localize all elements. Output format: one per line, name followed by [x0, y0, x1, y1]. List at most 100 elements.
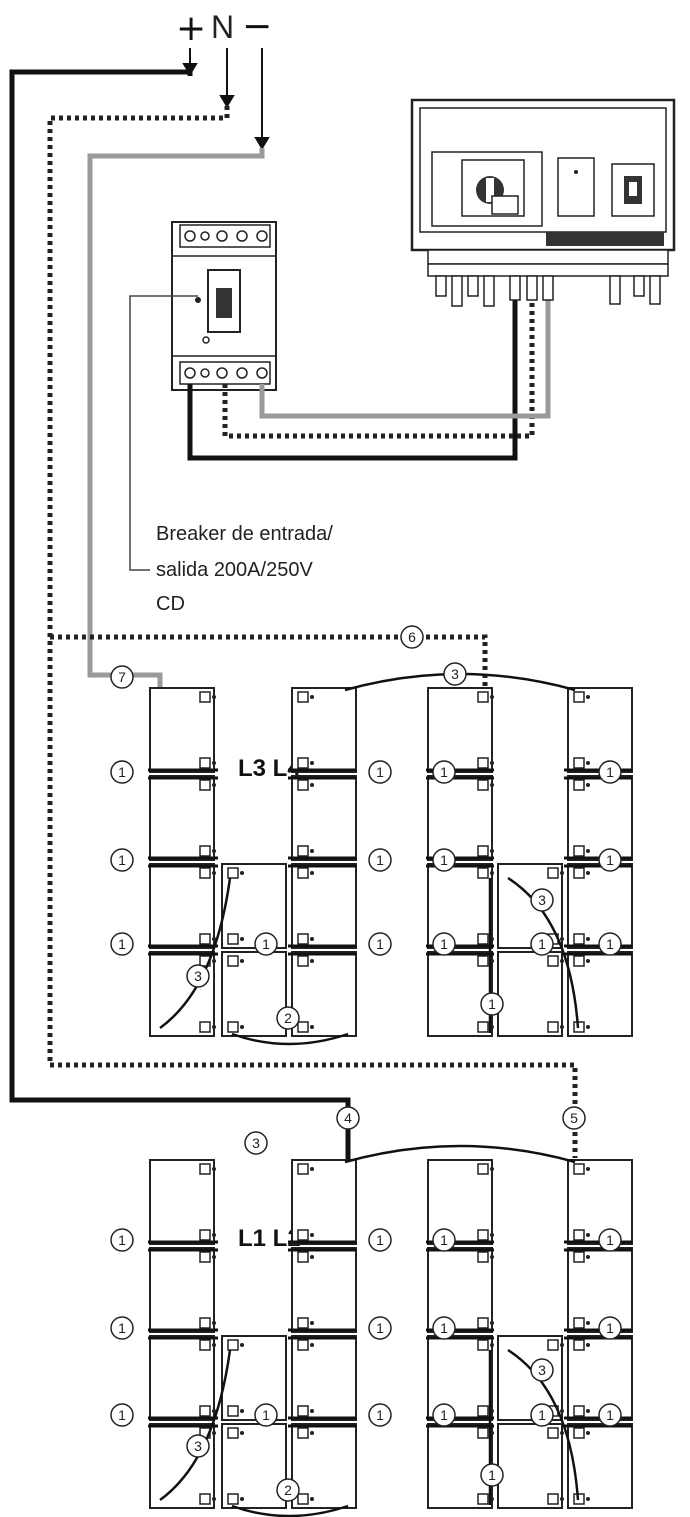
callout-1: 1: [368, 1316, 392, 1340]
callout-circle: [186, 964, 210, 988]
terminal-bolt: [310, 761, 314, 765]
callout-3: 3: [186, 964, 210, 988]
terminal-bolt: [212, 1255, 216, 1259]
terminal-bolt: [490, 1233, 494, 1237]
battery-terminal: [297, 955, 309, 967]
terminal-bolt: [240, 1025, 244, 1029]
battery: [221, 951, 287, 1037]
battery-terminal: [477, 1021, 489, 1033]
battery-terminal: [297, 691, 309, 703]
top-arc-cable: [344, 1144, 576, 1164]
callout-number: 3: [538, 892, 546, 908]
battery-terminal: [477, 1317, 489, 1329]
battery: [149, 1159, 216, 1245]
callout-1: 1: [598, 1316, 622, 1340]
callout-circle: [110, 1403, 134, 1427]
battery-terminal: [227, 1339, 239, 1351]
callout-number: 2: [284, 1482, 292, 1498]
battery-terminal: [573, 933, 585, 945]
jumper-cable: [148, 856, 218, 868]
terminal-bolt: [586, 1025, 590, 1029]
callout-number: 1: [488, 1467, 496, 1483]
diag-cable-right: [507, 876, 580, 1029]
callout-3: 3: [244, 1131, 268, 1155]
terminal-bolt: [310, 959, 314, 963]
terminal-bolt: [212, 695, 216, 699]
jumper-cable: [148, 944, 218, 956]
callout-number: 6: [408, 629, 416, 645]
battery-terminal: [199, 779, 211, 791]
jumper-cable: [564, 768, 632, 780]
callout-1: 1: [254, 932, 278, 956]
jumper-cable: [288, 1328, 356, 1340]
callout-1: 1: [598, 1403, 622, 1427]
battery-terminal: [199, 691, 211, 703]
battery-terminal: [477, 1339, 489, 1351]
breaker-to-ups-neutral: [222, 300, 535, 439]
terminal-bolt: [586, 1409, 590, 1413]
battery-terminal: [199, 1021, 211, 1033]
callout-number: 1: [118, 936, 126, 952]
terminal-bolt: [560, 1431, 564, 1435]
battery-terminal: [573, 845, 585, 857]
callout-number: 1: [606, 852, 614, 868]
battery-terminal: [297, 867, 309, 879]
battery: [497, 1423, 564, 1509]
battery-terminal: [573, 779, 585, 791]
callout-1: 1: [480, 992, 504, 1016]
terminal-bolt: [560, 1409, 564, 1413]
callout-number: 1: [376, 764, 384, 780]
callout-circle: [432, 848, 456, 872]
callout-1: 1: [368, 1403, 392, 1427]
breaker-to-ups-negative: [259, 300, 551, 419]
callout-1: 1: [598, 932, 622, 956]
callout-number: 1: [606, 936, 614, 952]
battery-terminal: [477, 779, 489, 791]
terminal-bolt: [240, 1343, 244, 1347]
callout-3: 3: [530, 1358, 554, 1382]
callout-circle: [598, 848, 622, 872]
battery: [149, 1423, 216, 1509]
battery-terminal: [199, 1339, 211, 1351]
battery: [221, 863, 287, 949]
negative-terminal-label: −: [242, 6, 272, 47]
terminal-bolt: [310, 1167, 314, 1171]
callout-1: 1: [110, 932, 134, 956]
callout-circle: [598, 1403, 622, 1427]
callout-number: 1: [262, 936, 270, 952]
battery-terminal: [547, 867, 559, 879]
battery-terminal: [477, 757, 489, 769]
callout-circle: [110, 1316, 134, 1340]
terminal-bolt: [586, 937, 590, 941]
battery: [291, 775, 357, 861]
terminal-bolt: [310, 1343, 314, 1347]
battery-terminal: [477, 1427, 489, 1439]
callout-5: 5: [562, 1106, 586, 1130]
callout-number: 1: [376, 936, 384, 952]
battery-terminal: [477, 1405, 489, 1417]
battery-terminal: [199, 933, 211, 945]
terminal-bolt: [490, 1343, 494, 1347]
callout-1: 1: [368, 760, 392, 784]
callout-number: 1: [118, 764, 126, 780]
terminal-bolt: [212, 1431, 216, 1435]
terminal-bolt: [586, 695, 590, 699]
battery: [291, 1159, 357, 1245]
callout-circle: [443, 662, 467, 686]
battery-terminal: [227, 1493, 239, 1505]
battery: [567, 775, 633, 861]
battery: [291, 1247, 357, 1333]
neutral-terminal-label: N: [211, 9, 234, 45]
lower-string-label: L1 L2: [238, 1225, 301, 1252]
terminal-bolt: [586, 1431, 590, 1435]
battery-terminal: [477, 1163, 489, 1175]
jumper-cable: [564, 856, 632, 868]
terminal-bolt: [490, 695, 494, 699]
battery: [497, 863, 564, 949]
callout-number: 1: [262, 1407, 270, 1423]
callout-circle: [276, 1006, 300, 1030]
battery-terminal: [297, 1339, 309, 1351]
terminal-bolt: [560, 959, 564, 963]
terminal-bolt: [212, 1497, 216, 1501]
